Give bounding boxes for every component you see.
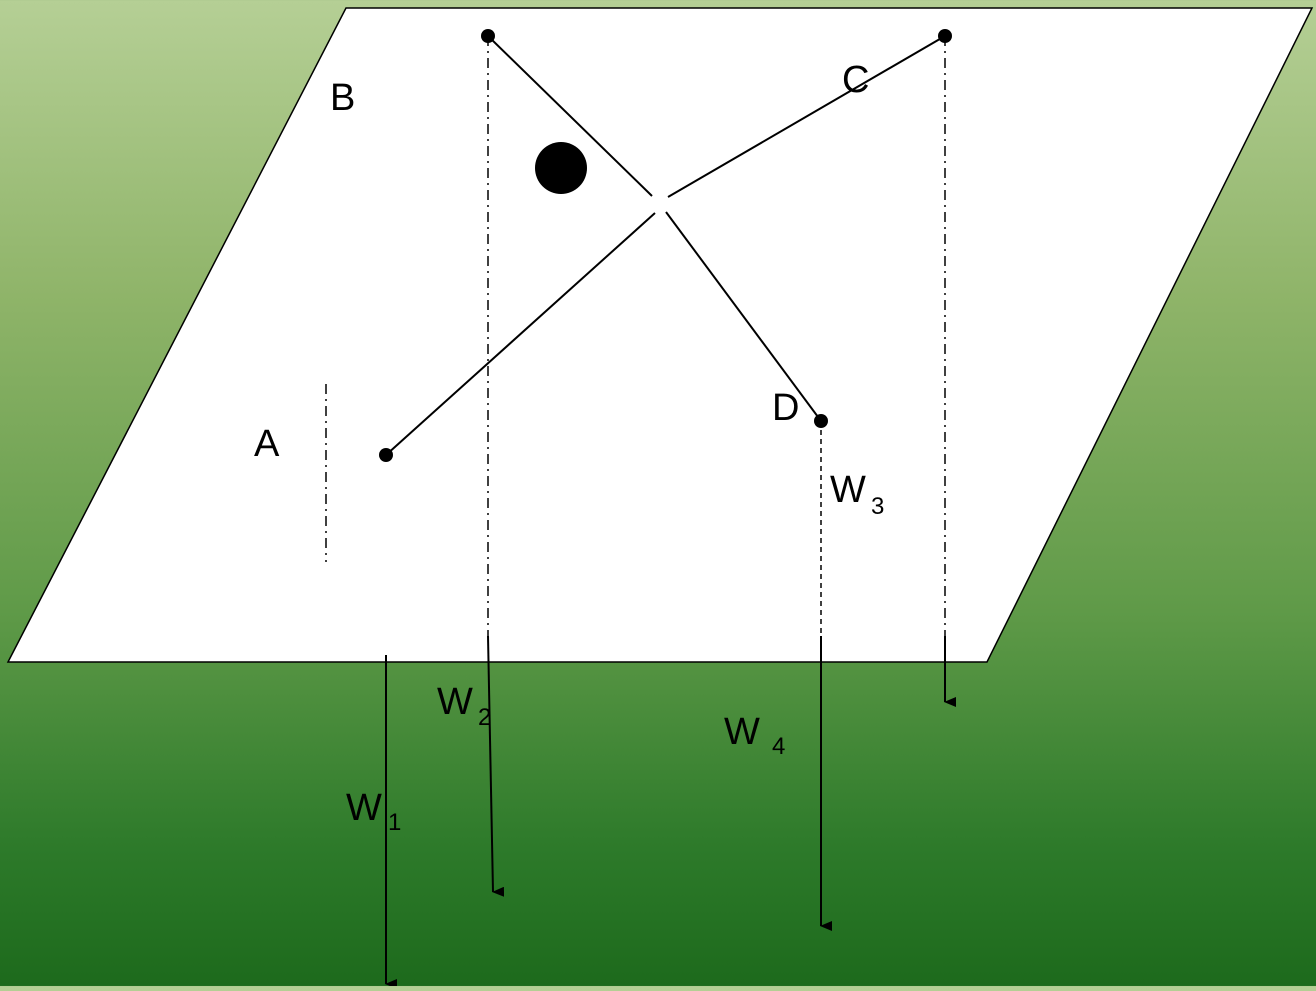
label-c: C <box>842 59 869 101</box>
bar-a-to-c-lower <box>385 212 656 456</box>
bar-b-to-d-upper <box>487 35 653 197</box>
label-w4-sub: 4 <box>772 733 785 760</box>
label-w2: W 2 <box>437 681 491 731</box>
tilted-plane <box>6 7 1314 663</box>
point-c <box>938 29 952 43</box>
label-w2-base: W <box>437 681 473 723</box>
label-w1-base: W <box>346 787 382 829</box>
label-w1-sub: 1 <box>388 809 401 836</box>
bar-b-to-d-lower <box>665 211 822 422</box>
bar-a-to-c-upper <box>667 35 946 198</box>
label-d: D <box>772 387 799 429</box>
label-w3-base: W <box>830 469 866 511</box>
label-w1: W 1 <box>346 787 401 836</box>
label-w2-sub: 2 <box>478 704 491 731</box>
point-top-b <box>481 29 495 43</box>
label-w3: W 3 <box>830 469 884 520</box>
label-a: A <box>254 423 280 465</box>
point-d <box>814 414 828 428</box>
label-b: B <box>330 77 355 119</box>
label-w4: W 4 <box>724 711 785 760</box>
label-w3-sub: 3 <box>871 493 884 520</box>
ball <box>535 142 587 194</box>
label-w4-base: W <box>724 711 760 753</box>
weight-arrow-w2 <box>487 635 505 897</box>
point-a <box>379 448 393 462</box>
